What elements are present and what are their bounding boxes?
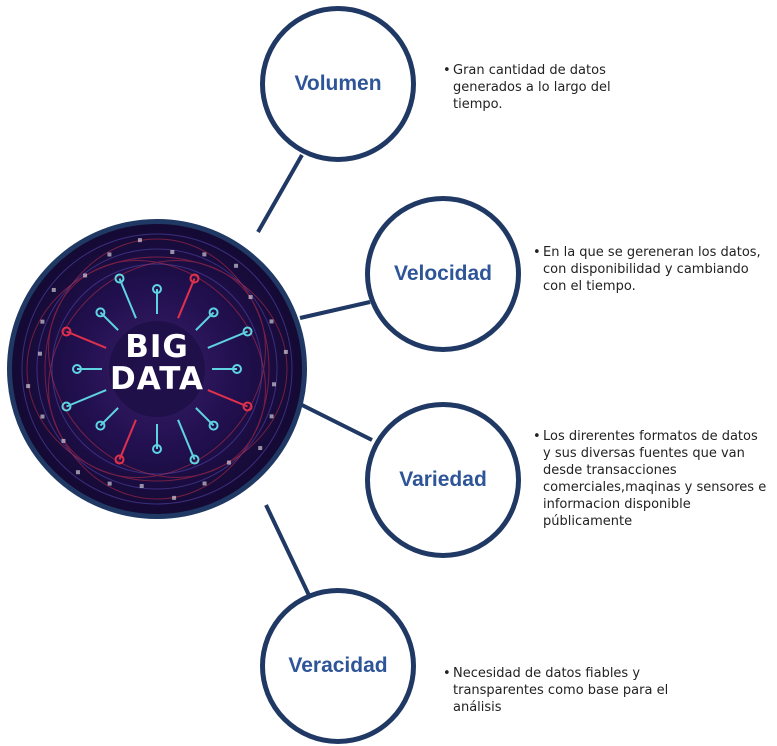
- circuit-square: [107, 481, 112, 486]
- bullet: •: [443, 63, 451, 78]
- circuit-trace: [177, 419, 196, 460]
- circuit-square: [51, 287, 56, 292]
- circuit-trace: [177, 278, 196, 319]
- circuit-node: [95, 420, 106, 431]
- circuit-node: [189, 454, 200, 465]
- bullet: •: [443, 666, 451, 681]
- circuit-node: [114, 273, 125, 284]
- description-volumen: • Gran cantidad de datos generados a lo …: [443, 62, 663, 113]
- circuit-square: [272, 382, 277, 387]
- circuit-square: [37, 351, 42, 356]
- circuit-square: [137, 238, 142, 243]
- description-velocidad: • En la que se gereneran los datos, con …: [533, 244, 768, 295]
- circuit-square: [226, 460, 231, 465]
- description-text: Gran cantidad de datos generados a lo la…: [453, 63, 611, 112]
- circuit-pattern-image: [21, 233, 293, 505]
- circuit-square: [283, 349, 288, 354]
- circuit-square: [107, 252, 112, 257]
- bullet: •: [533, 245, 541, 260]
- connector-veracidad: [264, 504, 318, 611]
- connector-variedad: [301, 403, 373, 442]
- node-label-velocidad: Velocidad: [393, 262, 493, 285]
- circuit-node: [61, 401, 72, 412]
- node-velocidad: Velocidad: [365, 196, 521, 352]
- circuit-square: [139, 484, 144, 489]
- description-text: Los direrentes formatos de datos y sus d…: [543, 429, 767, 529]
- circuit-trace: [207, 330, 248, 349]
- circuit-square: [40, 414, 45, 419]
- circuit-node: [61, 326, 72, 337]
- circuit-square: [269, 414, 274, 419]
- big-data-hub: BIG DATA: [7, 219, 307, 519]
- hub-title-line2: DATA: [109, 361, 205, 397]
- circuit-node: [208, 307, 219, 318]
- circuit-trace: [66, 330, 107, 349]
- circuit-square: [258, 446, 263, 451]
- circuit-node: [242, 326, 253, 337]
- circuit-square: [202, 252, 207, 257]
- circuit-node: [114, 454, 125, 465]
- description-variedad: • Los direrentes formatos de datos y sus…: [533, 428, 768, 530]
- bullet: •: [533, 429, 541, 444]
- circuit-square: [61, 438, 66, 443]
- node-volumen: Volumen: [260, 6, 416, 162]
- circuit-square: [40, 319, 45, 324]
- circuit-trace: [118, 278, 137, 319]
- hub-title-line1: BIG: [125, 329, 189, 365]
- circuit-square: [202, 481, 207, 486]
- circuit-node: [152, 284, 162, 294]
- circuit-square: [172, 495, 177, 500]
- circuit-node: [242, 401, 253, 412]
- circuit-square: [170, 249, 175, 254]
- description-veracidad: • Necesidad de datos fiables y transpare…: [443, 665, 688, 716]
- circuit-square: [75, 470, 80, 475]
- circuit-trace: [118, 419, 137, 460]
- node-label-variedad: Variedad: [399, 468, 487, 491]
- circuit-square: [248, 295, 253, 300]
- circuit-square: [234, 263, 239, 268]
- circuit-trace: [66, 389, 107, 408]
- node-label-volumen: Volumen: [294, 72, 382, 95]
- circuit-trace: [207, 389, 248, 408]
- node-veracidad: Veracidad: [260, 588, 416, 744]
- circuit-square: [269, 319, 274, 324]
- circuit-node: [72, 364, 82, 374]
- node-variedad: Variedad: [365, 402, 521, 558]
- description-text: En la que se gereneran los datos, con di…: [543, 245, 761, 294]
- circuit-node: [95, 307, 106, 318]
- circuit-square: [26, 384, 31, 389]
- circuit-node: [189, 273, 200, 284]
- description-text: Necesidad de datos fiables y transparent…: [453, 666, 669, 715]
- circuit-node: [208, 420, 219, 431]
- circuit-node: [152, 444, 162, 454]
- node-label-veracidad: Veracidad: [288, 654, 388, 677]
- circuit-node: [232, 364, 242, 374]
- connector-volumen: [256, 154, 304, 233]
- connector-velocidad: [299, 300, 371, 320]
- circuit-square: [83, 273, 88, 278]
